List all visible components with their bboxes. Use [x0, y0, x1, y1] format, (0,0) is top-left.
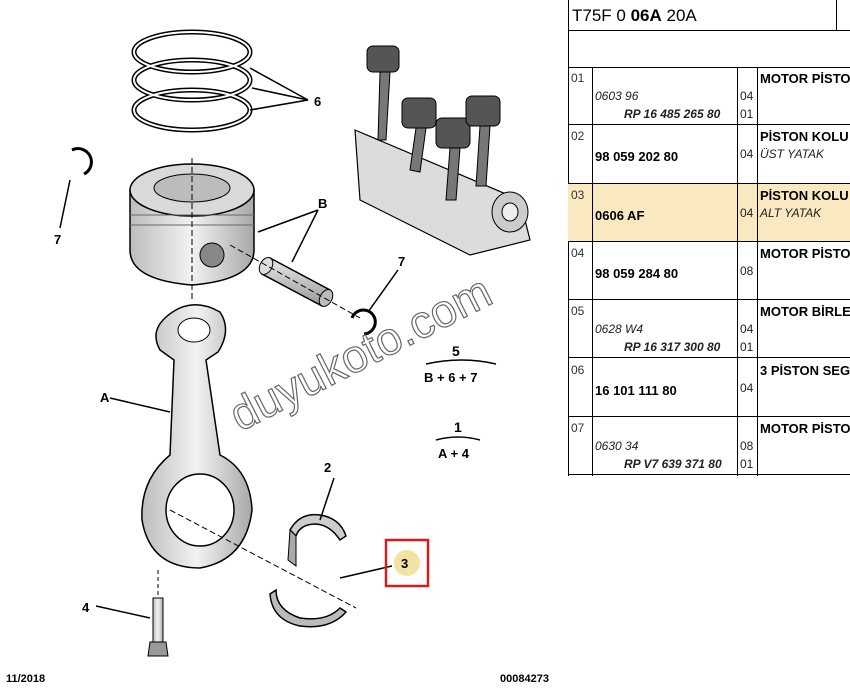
label-3: 3 [401, 556, 408, 571]
part-description: PİSTON KOLU [760, 187, 849, 203]
quantity-alt: 01 [740, 456, 754, 471]
quantity: 08 [740, 263, 754, 278]
quantity: 04 [740, 89, 754, 103]
label-5: 5 [452, 343, 460, 359]
quantity: 04 [740, 205, 754, 220]
part-reference: 16 101 111 80 [595, 382, 677, 398]
label-6: 6 [314, 94, 321, 109]
part-reference: 98 059 202 80 [595, 149, 679, 165]
row-index: 06 [571, 362, 585, 377]
table-row[interactable]: 07 0630 34 RP V7 639 371 80 08 01 MOTOR PİSTO [568, 417, 850, 476]
table-row[interactable]: 02 98 059 202 80 04 PİSTON KOLU ÜST YATAK [568, 125, 850, 184]
label-7a: 7 [54, 232, 61, 247]
leader-7a [59, 179, 71, 229]
table-row[interactable]: 04 98 059 284 80 08 MOTOR PİSTO [568, 242, 850, 301]
quantity: 04 [740, 147, 754, 162]
part-replacement-ref: RP 16 485 265 80 [624, 107, 721, 121]
part-description: PİSTON KOLU [760, 129, 849, 145]
table-row[interactable]: 06 16 101 111 80 04 3 PİSTON SEG [568, 359, 850, 417]
parts-table: T75F 0 06A 20A 01 0603 96 RP 16 485 265 80… [568, 0, 850, 698]
quantity: 08 [740, 438, 754, 453]
part-reference: 0628 W4 [595, 322, 644, 337]
label-A: A [100, 390, 110, 405]
part-replacement-ref: RP 16 317 300 80 [624, 340, 721, 355]
part-reference: 98 059 284 80 [595, 265, 679, 281]
row-index: 03 [571, 187, 585, 202]
part-description-sub: ÜST YATAK [760, 147, 825, 162]
part-description: MOTOR PİSTO [760, 71, 850, 86]
label-4: 4 [82, 600, 90, 615]
label-2: 2 [324, 460, 331, 475]
part-reference: 0606 AF [595, 207, 645, 223]
label-B: B [318, 196, 327, 211]
header-code: T75F 0 06A 20A [572, 6, 697, 25]
footer-code: 00084273 [500, 673, 549, 685]
part-reference: 0630 34 [595, 438, 639, 453]
piston-rings [131, 29, 253, 133]
part-reference: 0603 96 [595, 89, 639, 103]
row-index: 05 [571, 304, 585, 319]
part-description: MOTOR BİRLE [760, 304, 850, 320]
part-description-sub: ALT YATAK [760, 205, 822, 220]
row-index: 04 [571, 245, 585, 260]
part-replacement-ref: RP V7 639 371 80 [624, 456, 722, 471]
leader-A [109, 397, 171, 413]
quantity: 04 [740, 322, 754, 337]
label-7b: 7 [398, 254, 405, 269]
leader-6 [249, 67, 309, 111]
table-row[interactable]: 03 0606 AF 04 PİSTON KOLU ALT YATAK [568, 183, 850, 242]
part-description: 3 PİSTON SEG [760, 362, 850, 378]
callout-box-3[interactable] [384, 538, 430, 588]
connecting-rod [141, 304, 253, 569]
leader-7b [367, 269, 399, 313]
footer-date: 11/2018 [6, 673, 45, 685]
table-row[interactable]: 01 0603 96 RP 16 485 265 80 04 01 MOTOR PİSTO [568, 67, 850, 126]
bearing-lower [269, 588, 348, 628]
leader-B [257, 209, 319, 263]
circlip-right [350, 308, 377, 336]
row-index: 07 [571, 420, 585, 435]
quantity-alt: 01 [740, 340, 754, 355]
exploded-diagram: 6 7 B 7 A 2 3 [6, 29, 549, 685]
table-row[interactable]: 05 0628 W4 RP 16 317 300 80 04 01 MOTOR BİRLE [568, 300, 850, 359]
piston-rings-inner [133, 31, 251, 131]
formula-5: B + 6 + 7 [424, 370, 477, 385]
part-description: MOTOR PİSTO [760, 420, 850, 436]
engine-assembly-thumbnail [354, 45, 531, 256]
formula-1: A + 4 [438, 446, 470, 461]
row-index: 02 [571, 129, 585, 144]
bearing-upper [289, 513, 347, 542]
label-1: 1 [454, 419, 462, 435]
circlip-left [71, 147, 93, 176]
part-description: MOTOR PİSTO [760, 245, 850, 261]
row-index: 01 [571, 71, 585, 85]
bolt [147, 597, 169, 657]
quantity-alt: 01 [740, 107, 754, 121]
quantity: 04 [740, 380, 754, 395]
